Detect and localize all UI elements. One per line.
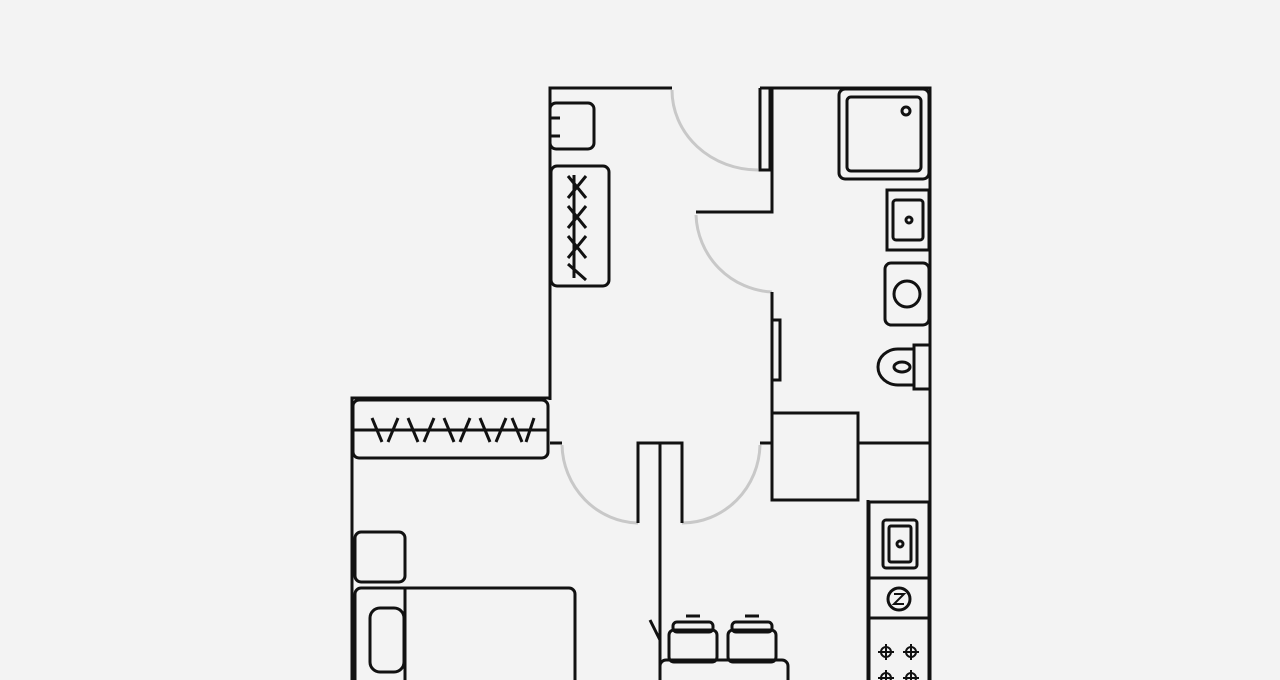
hallway-outer-wall xyxy=(548,86,672,400)
toilet-seat xyxy=(892,360,912,374)
toilet-tank xyxy=(912,343,932,391)
kitchen-sink-drain xyxy=(895,539,905,549)
bathroom-wall-lower xyxy=(770,292,860,502)
kitchen-door-swing xyxy=(681,444,762,525)
shower-drain xyxy=(900,105,912,117)
fridge-icon-z xyxy=(891,593,907,605)
fridge-icon xyxy=(886,586,912,612)
door-swings xyxy=(560,89,773,525)
bedroom-top-wall xyxy=(350,396,550,680)
nightstand xyxy=(353,530,407,584)
kitchen-fixtures xyxy=(648,500,931,680)
shower-tray xyxy=(837,87,931,181)
kitchen-counter xyxy=(867,500,931,680)
kitchen-sink xyxy=(881,518,919,570)
kitchen-sink-bowl xyxy=(887,524,913,564)
toilet-bowl xyxy=(876,347,914,387)
hallway-wardrobe xyxy=(549,164,611,288)
washbasin-bowl xyxy=(891,198,925,242)
bathroom-door-swing xyxy=(694,214,773,294)
bathroom-door-leaf xyxy=(770,318,782,382)
bathroom-fixtures xyxy=(770,87,932,391)
bedroom-wardrobe-hangers xyxy=(370,417,536,443)
double-bed xyxy=(353,586,577,680)
entrance-door-swing xyxy=(670,89,759,172)
bed-pillow xyxy=(368,606,406,674)
washing-machine xyxy=(883,261,931,327)
chair xyxy=(667,614,719,664)
partition-wall-left xyxy=(636,441,662,680)
stool-detail xyxy=(550,116,560,138)
washbasin xyxy=(885,188,931,252)
hallway-wardrobe-hangers xyxy=(566,175,588,282)
partition-wall-right xyxy=(660,441,684,523)
bathroom-wall xyxy=(696,88,774,214)
walls xyxy=(350,86,932,680)
hallway-fixtures xyxy=(548,101,611,288)
stool xyxy=(548,101,596,151)
exterior-wall-top-right xyxy=(760,86,932,680)
counter-divider xyxy=(869,576,929,620)
bedroom-door-swing xyxy=(560,444,639,525)
chair xyxy=(726,614,778,664)
washbasin-drain xyxy=(904,215,914,225)
shower-tray-inner xyxy=(845,95,923,173)
stove-burners xyxy=(878,644,919,680)
dining-table xyxy=(658,658,790,680)
washing-machine-drum xyxy=(892,279,922,309)
entrance-jamb xyxy=(758,88,772,172)
kitchen-door-leaf xyxy=(648,619,662,641)
bedroom-fixtures xyxy=(351,398,577,680)
